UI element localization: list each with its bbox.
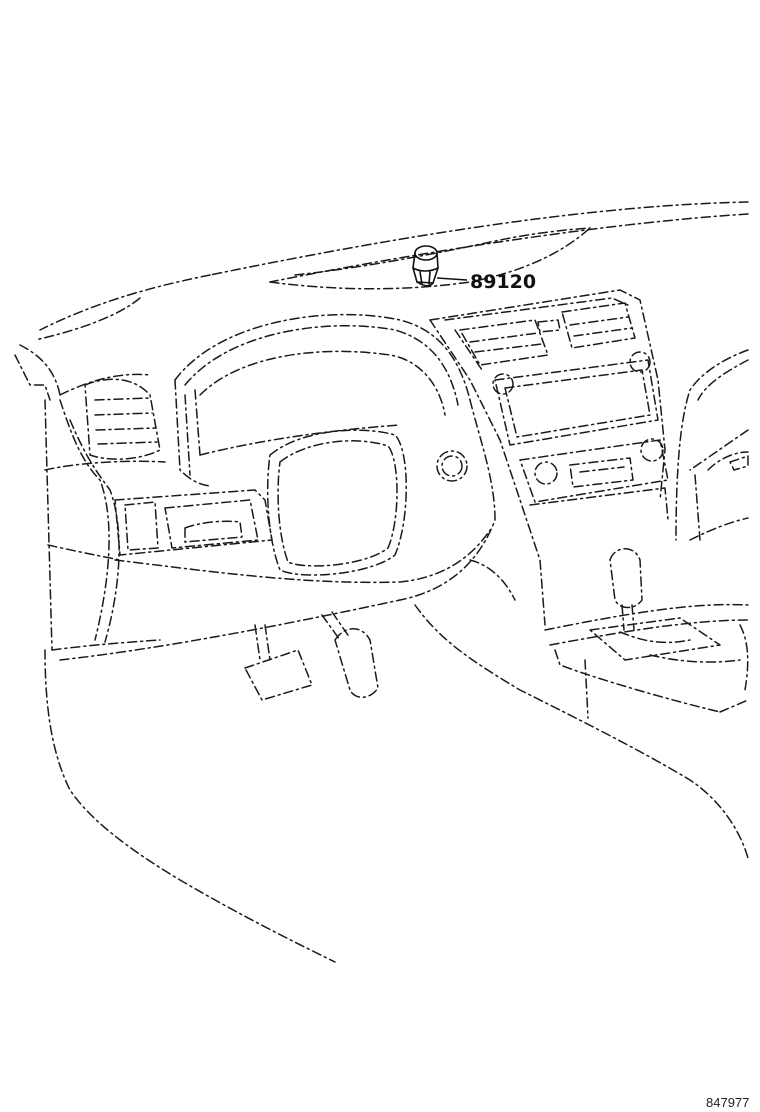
left-air-vent <box>84 378 161 460</box>
part-number-label[interactable]: 89120 <box>470 271 536 293</box>
part-leader-line <box>436 277 468 281</box>
left-dash-panel <box>44 399 166 651</box>
dashboard-top <box>14 227 591 401</box>
windshield-edge <box>39 201 749 331</box>
right-door <box>675 349 749 541</box>
part-89120-component[interactable] <box>412 245 439 287</box>
steering-wheel-pad <box>266 429 468 576</box>
pedals <box>244 611 379 701</box>
floor-outline <box>44 604 749 963</box>
figure-id: 847977 <box>706 1095 749 1110</box>
center-console <box>544 548 749 719</box>
instrument-cluster <box>174 313 471 487</box>
center-stack <box>429 289 669 626</box>
lower-left-panel <box>59 399 496 661</box>
